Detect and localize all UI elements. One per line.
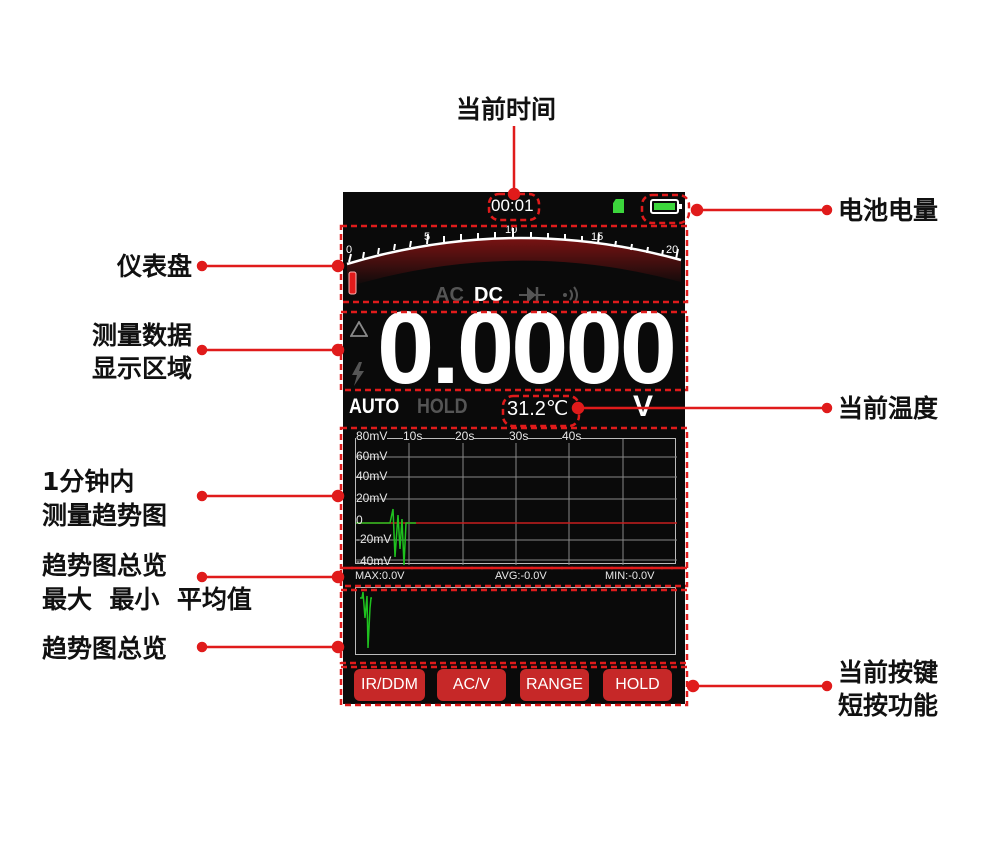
trend-y-label: -20mV <box>356 532 392 546</box>
stat-min: MIN:-0.0V <box>605 570 655 582</box>
ac-v-button[interactable]: AC/V <box>437 669 506 701</box>
mode-dc: DC <box>474 284 503 306</box>
trend-y-label: -40mV <box>356 554 392 568</box>
gauge-tick-label: 0 <box>346 244 353 256</box>
gauge-tick-label: 5 <box>424 231 431 243</box>
stat-max: MAX:0.0V <box>355 570 405 582</box>
auto-range-indicator: AUTO <box>349 395 400 418</box>
callout-data-area-2: 显示区域 <box>91 354 192 383</box>
callout-temperature: 当前温度 <box>838 394 939 423</box>
callout-overview-stats-2: 最大 最小 平均值 <box>42 585 252 614</box>
trend-time-label: 40s <box>562 429 582 443</box>
gauge-dial <box>346 228 682 295</box>
overview-chart <box>355 587 676 655</box>
main-reading: 0.0000 <box>377 290 677 405</box>
stat-avg: AVG:-0.0V <box>495 570 547 582</box>
clock: 00:01 <box>491 196 534 215</box>
trend-y-label: 0 <box>356 513 363 527</box>
high-voltage-icon <box>352 362 364 386</box>
trend-time-label: 30s <box>509 429 529 443</box>
meter-screen: 00:01 <box>343 192 685 704</box>
battery-icon <box>650 199 682 214</box>
callout-keys-1: 当前按键 <box>838 658 939 687</box>
callout-overview-stats-1: 趋势图总览 <box>42 551 168 580</box>
diode-icon <box>519 287 545 303</box>
callout-current-time: 当前时间 <box>456 95 557 124</box>
gauge-tick-label: 15 <box>591 231 604 243</box>
callout-gauge: 仪表盘 <box>116 252 192 281</box>
callout-trend-2: 测量趋势图 <box>42 501 168 530</box>
callout-overview: 趋势图总览 <box>42 634 168 663</box>
sd-card-icon <box>613 199 624 213</box>
callout-battery: 电池电量 <box>838 196 939 225</box>
temperature-reading: 31.2℃ <box>507 398 569 420</box>
gauge-tick-label: 20 <box>666 244 679 256</box>
callout-keys-2: 短按功能 <box>838 691 939 720</box>
unit-label: V <box>633 390 654 423</box>
trend-y-label: 20mV <box>356 491 388 505</box>
trend-y-label: 60mV <box>356 449 388 463</box>
trend-top-label: 80mV <box>356 429 388 443</box>
delta-icon <box>350 321 368 337</box>
range-button[interactable]: RANGE <box>520 669 589 701</box>
callout-trend-1: 1分钟内 <box>42 467 135 496</box>
ir-ddm-button[interactable]: IR/DDM <box>354 669 425 701</box>
hold-indicator: HOLD <box>417 395 468 418</box>
trend-time-label: 20s <box>455 429 475 443</box>
mode-ac: AC <box>435 284 464 306</box>
trend-y-label: 40mV <box>356 469 388 483</box>
callout-data-area-1: 测量数据 <box>91 321 192 350</box>
trend-time-label: 10s <box>403 429 423 443</box>
hold-button[interactable]: HOLD <box>603 669 672 701</box>
